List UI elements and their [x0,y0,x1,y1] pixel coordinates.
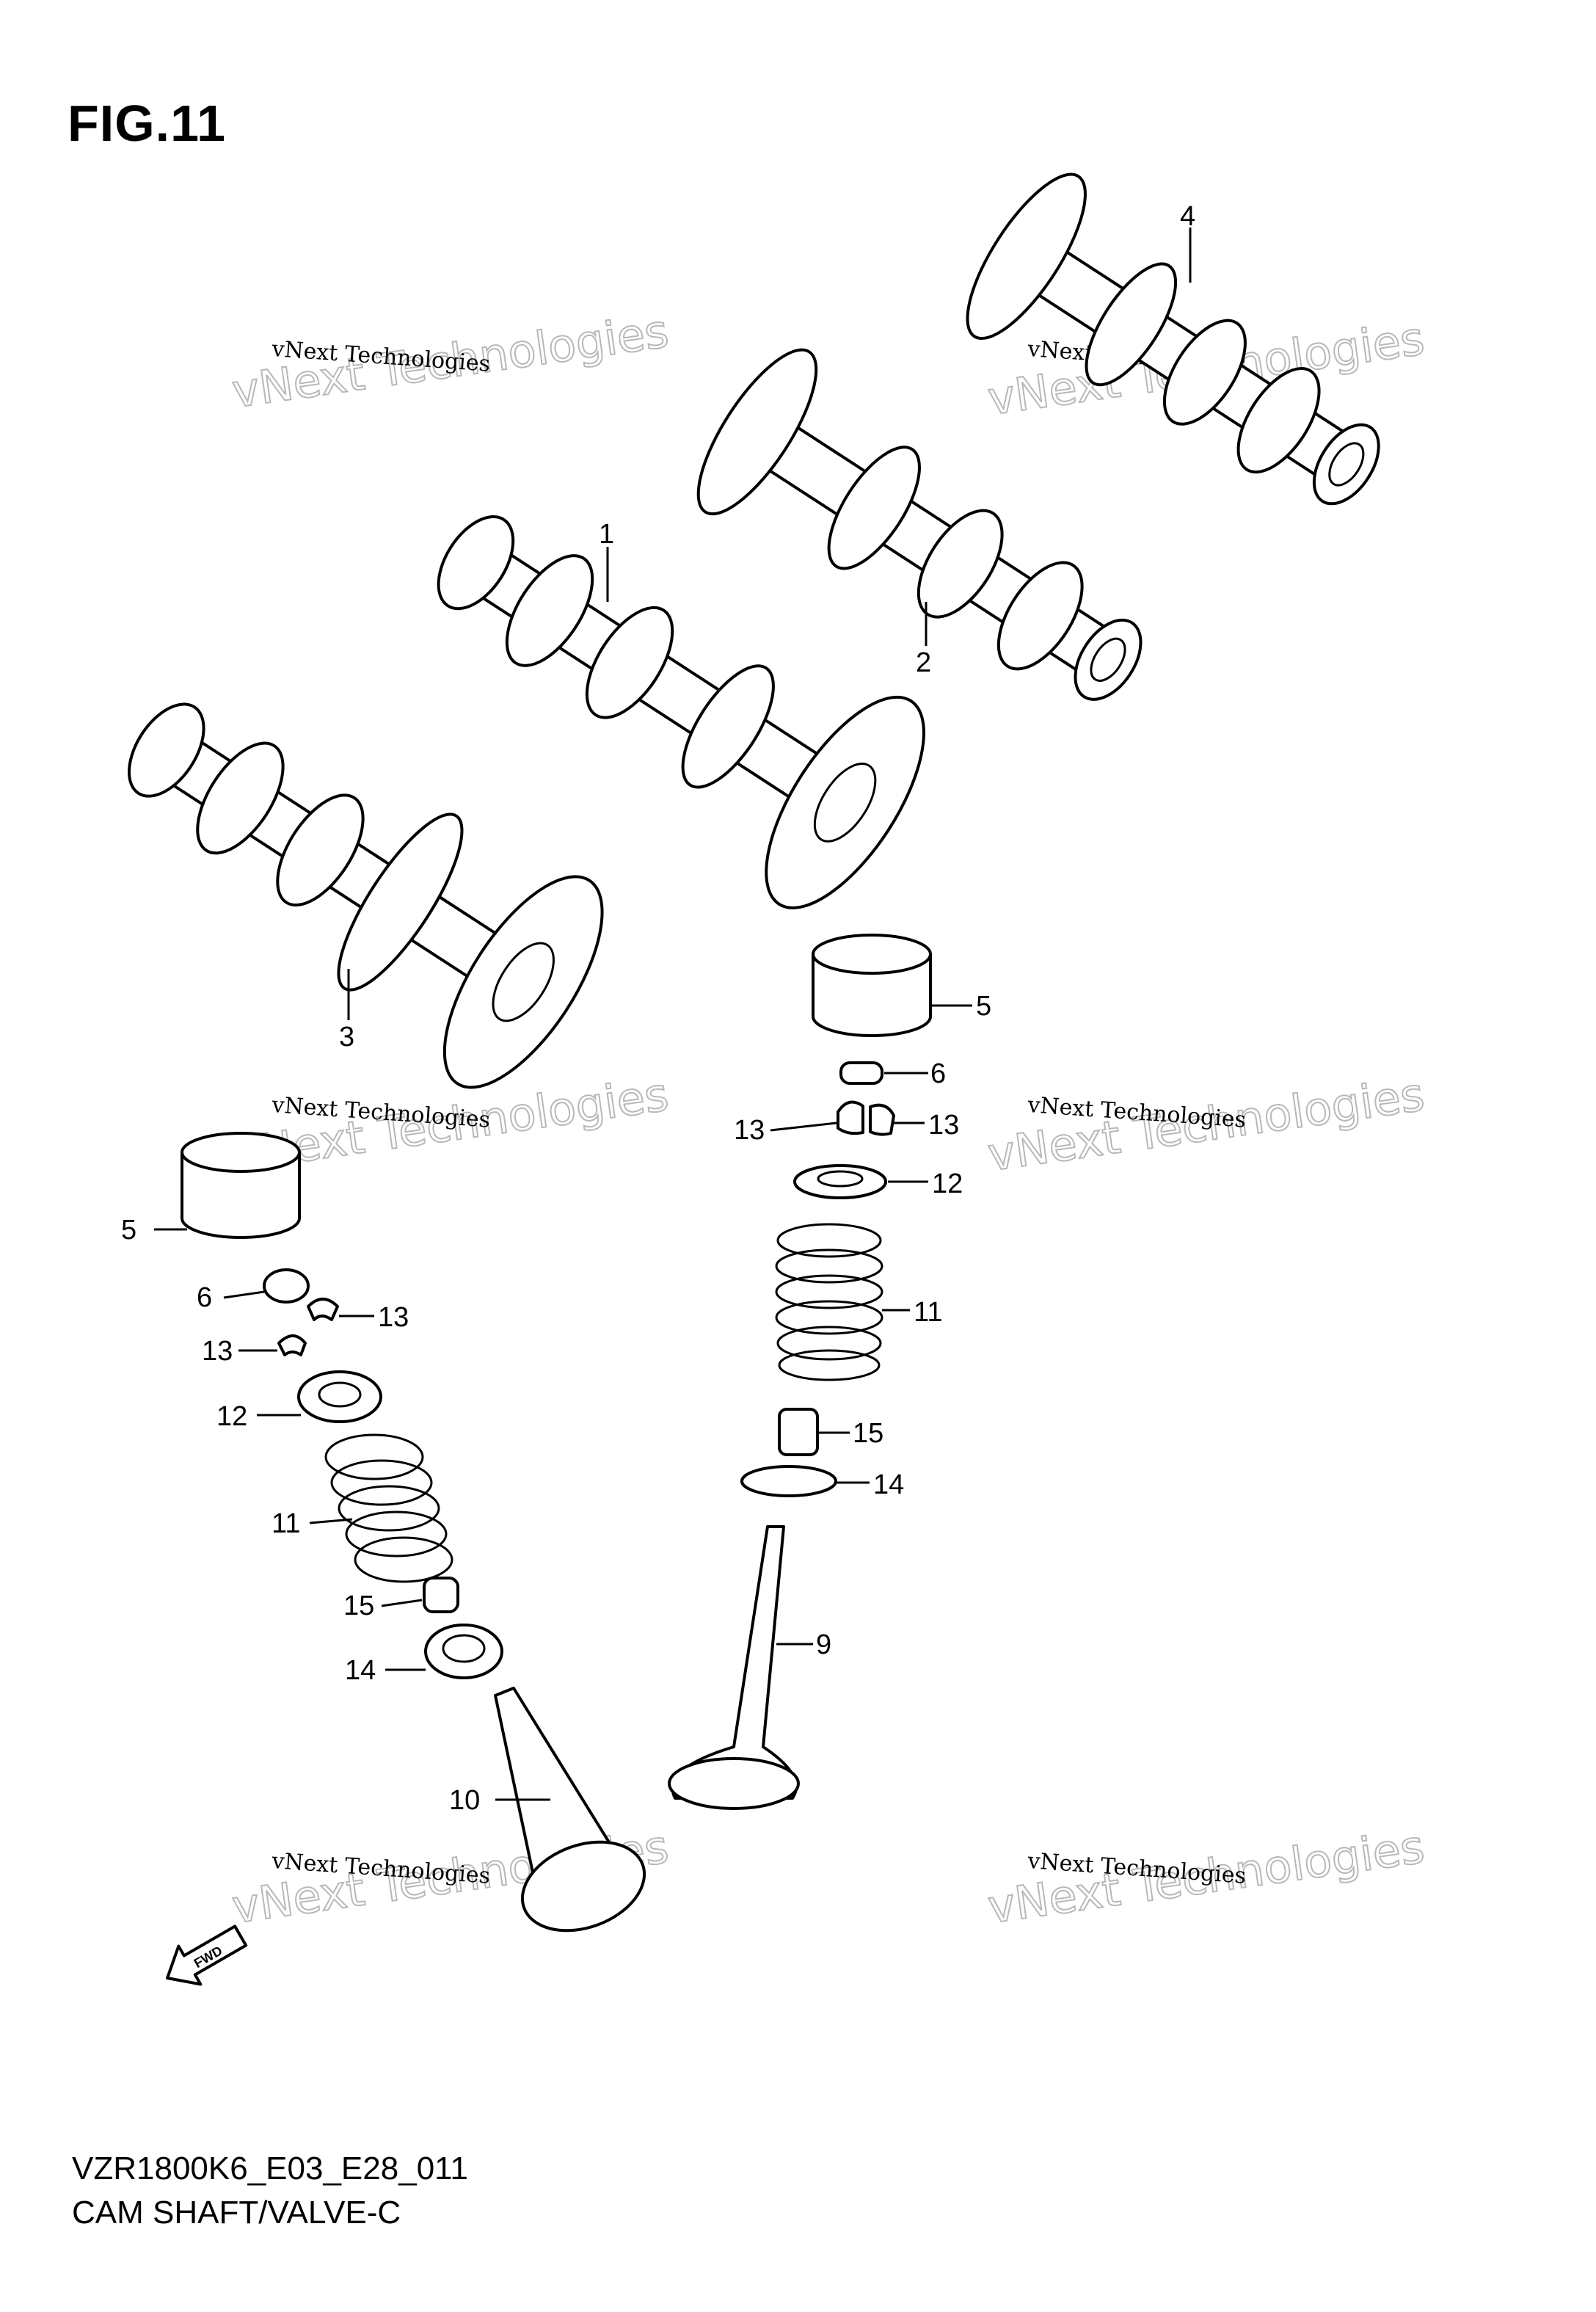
callout-13-right-a: 13 [734,1115,765,1146]
cotter-13-left-lower[interactable] [277,1334,307,1356]
spring-11-right[interactable] [775,1223,883,1381]
callout-6-left: 6 [197,1282,212,1313]
valve-9[interactable] [668,1525,800,1810]
callout-11-left: 11 [272,1508,300,1539]
callout-3: 3 [339,1022,354,1053]
spring-11-left[interactable] [324,1433,453,1583]
callout-13-left-a: 13 [378,1302,409,1333]
shim-6-left[interactable] [263,1268,310,1304]
figure-title: FIG.11 [68,95,227,152]
callout-10: 10 [449,1785,480,1816]
fwd-arrow-icon: FWD [166,1924,248,1986]
callout-9: 9 [816,1629,831,1660]
camshaft-2[interactable] [677,334,1182,755]
callout-4: 4 [1180,201,1195,232]
retainer-12-left[interactable] [297,1370,382,1423]
valve-10[interactable] [494,1687,657,1946]
callout-1: 1 [599,519,614,550]
leader-lines [154,228,1192,1801]
callout-6-right: 6 [930,1058,946,1089]
callout-15-right: 15 [853,1418,883,1449]
seal-15-left[interactable] [423,1577,459,1613]
watermark-bottom-right: vNext Technologies vNext Technologies [984,1819,1428,1935]
callout-14-right: 14 [873,1469,904,1500]
watermark-mid-right: vNext Technologies vNext Technologies [984,1066,1428,1182]
seat-14-left[interactable] [424,1624,503,1679]
cotter-13-left-upper[interactable] [307,1298,339,1321]
camshaft-1[interactable] [385,445,954,931]
callout-14-left: 14 [345,1655,376,1686]
callout-2: 2 [916,647,931,678]
diagram-name: CAM SHAFT/VALVE-C [72,2195,401,2231]
cotter-13-right[interactable] [837,1100,895,1136]
callout-12-right: 12 [932,1168,963,1199]
diagram-code: VZR1800K6_E03_E28_011 [72,2151,468,2186]
shim-6-right[interactable] [839,1061,883,1085]
callout-12-left: 12 [216,1401,247,1432]
callout-labels: 4 1 2 3 5 6 13 13 12 11 15 14 9 5 6 13 1… [121,201,1195,1816]
retainer-12-right[interactable] [793,1164,887,1199]
seat-14-right[interactable] [740,1465,837,1497]
watermark-top-left: vNext Technologies vNext Technologies [228,303,672,419]
callout-15-left: 15 [343,1591,374,1621]
camshaft-3[interactable] [76,633,632,1112]
seal-15-right[interactable] [778,1408,819,1456]
camshaft-4[interactable] [947,159,1420,559]
tappet-5-left[interactable] [181,1132,301,1239]
callout-5-left: 5 [121,1215,136,1246]
callout-13-left-b: 13 [202,1336,233,1367]
tappet-5-right[interactable] [812,934,932,1037]
callout-5-right: 5 [976,991,991,1022]
callout-11-right: 11 [914,1297,942,1328]
callout-13-right-b: 13 [928,1110,959,1141]
